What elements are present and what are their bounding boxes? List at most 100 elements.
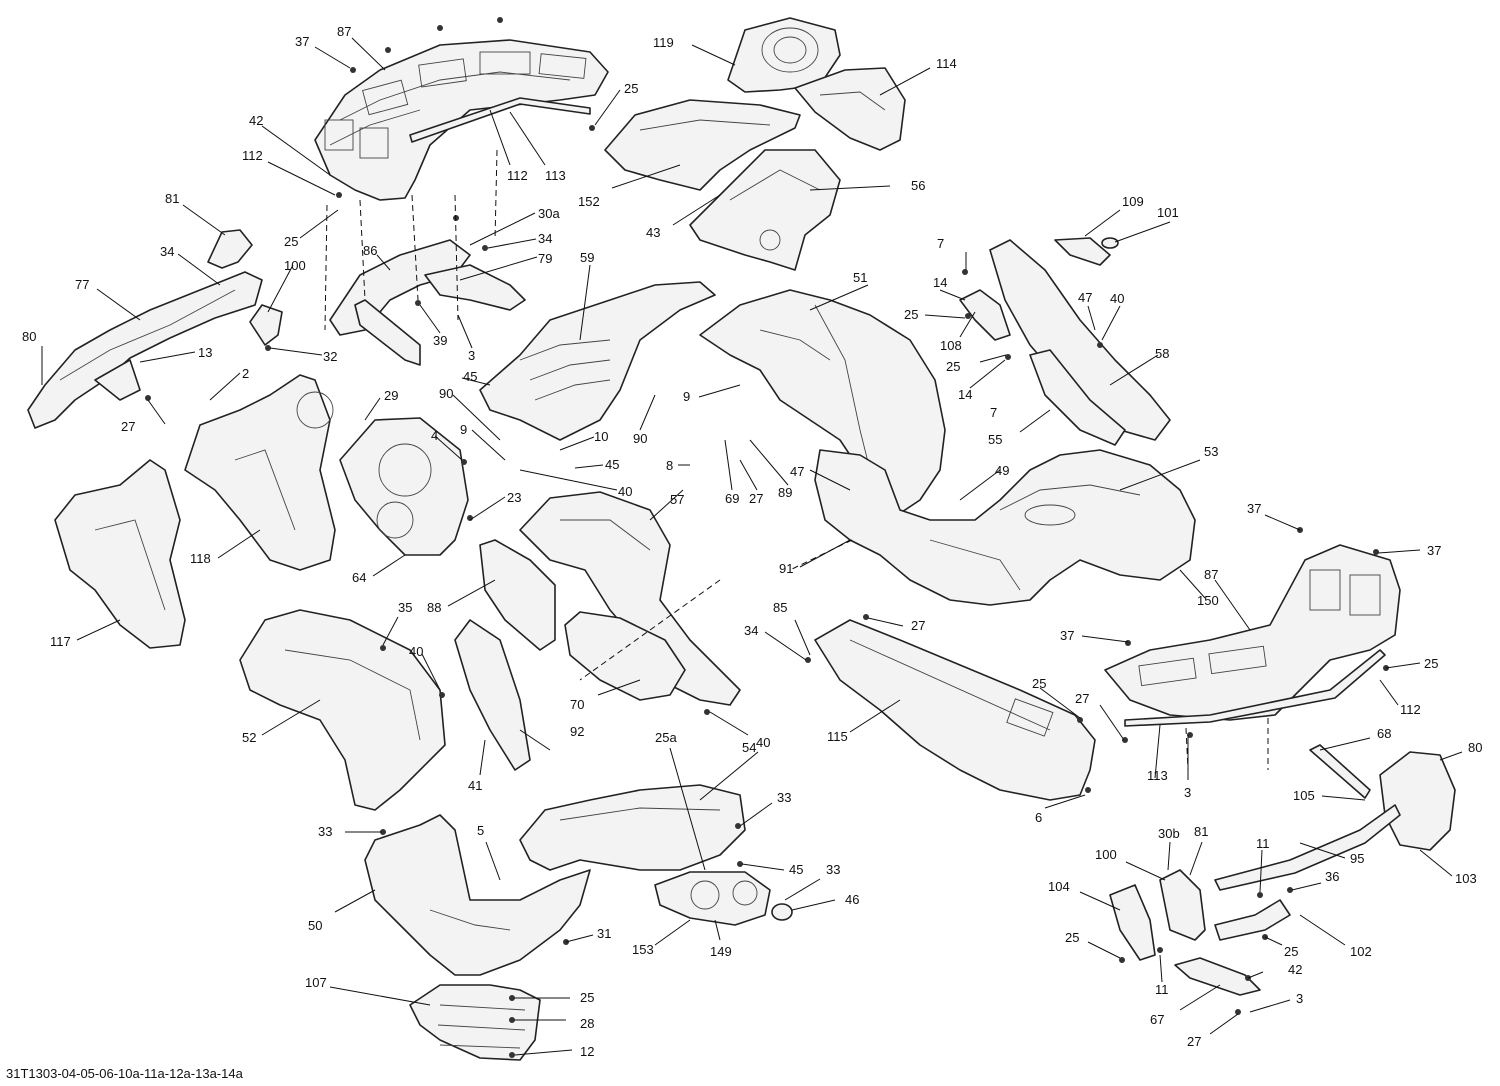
part-46-lens xyxy=(771,903,793,921)
callout-64: 64 xyxy=(352,570,366,585)
callout-67: 67 xyxy=(1150,1012,1164,1027)
part-109-bracket xyxy=(1054,237,1111,266)
part-102-clamp xyxy=(1214,899,1291,941)
callout-10: 10 xyxy=(594,429,608,444)
callout-50: 50 xyxy=(308,918,322,933)
callout-86: 86 xyxy=(363,243,377,258)
callout-45: 45 xyxy=(463,369,477,384)
callout-4: 4 xyxy=(431,428,438,443)
callout-34: 34 xyxy=(744,623,758,638)
callout-53: 53 xyxy=(1204,444,1218,459)
callout-3: 3 xyxy=(1184,785,1191,800)
callout-115: 115 xyxy=(827,729,848,744)
callout-25: 25 xyxy=(1032,676,1046,691)
part-front-rack xyxy=(314,39,609,201)
callout-3: 3 xyxy=(1296,991,1303,1006)
callout-113: 113 xyxy=(545,168,566,183)
callout-54: 54 xyxy=(742,740,756,755)
callout-70: 70 xyxy=(570,697,584,712)
callout-69: 69 xyxy=(725,491,739,506)
callout-39: 39 xyxy=(433,333,447,348)
part-58-55-supports xyxy=(989,239,1171,446)
part-107-footrest xyxy=(409,984,541,1061)
part-108-bracket xyxy=(959,289,1011,341)
callout-13: 13 xyxy=(198,345,212,360)
part-57-side-panel xyxy=(519,491,741,706)
part-console-bracket xyxy=(689,149,841,271)
callout-112: 112 xyxy=(507,168,528,183)
callout-88: 88 xyxy=(427,600,441,615)
part-49-53-rear-body xyxy=(814,449,1196,606)
callout-31: 31 xyxy=(597,926,611,941)
callout-40: 40 xyxy=(409,644,423,659)
callout-58: 58 xyxy=(1155,346,1169,361)
callout-14: 14 xyxy=(958,387,972,402)
callout-40: 40 xyxy=(756,735,770,750)
callout-27: 27 xyxy=(121,419,135,434)
callout-35: 35 xyxy=(398,600,412,615)
callout-92: 92 xyxy=(570,724,584,739)
part-92-panel xyxy=(454,619,531,771)
callout-90: 90 xyxy=(439,386,453,401)
callout-100: 100 xyxy=(284,258,306,273)
callout-56: 56 xyxy=(911,178,925,193)
callout-5: 5 xyxy=(477,823,484,838)
part-front-bumper xyxy=(27,271,263,429)
callout-102: 102 xyxy=(1350,944,1372,959)
callout-7: 7 xyxy=(990,405,997,420)
callout-6: 6 xyxy=(1035,810,1042,825)
callout-108: 108 xyxy=(940,338,962,353)
callout-25: 25 xyxy=(946,359,960,374)
part-front-frame-brackets xyxy=(329,239,526,366)
part-101-grommet xyxy=(1101,237,1119,249)
callout-119: 119 xyxy=(653,35,674,50)
part-tank-cover xyxy=(604,99,801,191)
callout-51: 51 xyxy=(853,270,867,285)
callout-37: 37 xyxy=(1060,628,1074,643)
part-51-main-body xyxy=(699,289,946,521)
callout-27: 27 xyxy=(749,491,763,506)
callout-34: 34 xyxy=(538,231,552,246)
callout-79: 79 xyxy=(538,251,552,266)
callout-152: 152 xyxy=(578,194,600,209)
callout-80: 80 xyxy=(1468,740,1482,755)
callout-104: 104 xyxy=(1048,879,1070,894)
callout-45: 45 xyxy=(789,862,803,877)
callout-55: 55 xyxy=(988,432,1002,447)
callout-87: 87 xyxy=(1204,567,1218,582)
callout-3: 3 xyxy=(468,348,475,363)
callout-37: 37 xyxy=(1427,543,1441,558)
callout-101: 101 xyxy=(1157,205,1179,220)
callout-34: 34 xyxy=(160,244,174,259)
callout-105: 105 xyxy=(1293,788,1315,803)
callout-149: 149 xyxy=(710,944,732,959)
callout-7: 7 xyxy=(937,236,944,251)
callout-100: 100 xyxy=(1095,847,1117,862)
callout-25: 25 xyxy=(580,990,594,1005)
callout-40: 40 xyxy=(1110,291,1124,306)
part-70-cover xyxy=(564,611,686,701)
callout-112: 112 xyxy=(242,148,263,163)
callout-59: 59 xyxy=(580,250,594,265)
part-117-side-panel xyxy=(54,459,186,649)
callout-2: 2 xyxy=(242,366,249,381)
part-81-bracket xyxy=(207,229,253,269)
part-104-shield xyxy=(1109,884,1156,961)
callout-52: 52 xyxy=(242,730,256,745)
part-handlebar-cover xyxy=(727,17,841,93)
callout-109: 109 xyxy=(1122,194,1144,209)
callout-90: 90 xyxy=(633,431,647,446)
part-100-rear xyxy=(1159,869,1206,941)
callout-57: 57 xyxy=(670,492,684,507)
callout-118: 118 xyxy=(190,551,211,566)
callout-33: 33 xyxy=(777,790,791,805)
callout-27: 27 xyxy=(1075,691,1089,706)
part-67-brace xyxy=(1174,957,1261,996)
callout-30b: 30b xyxy=(1158,826,1180,841)
callout-43: 43 xyxy=(646,225,660,240)
callout-28: 28 xyxy=(580,1016,594,1031)
callout-23: 23 xyxy=(507,490,521,505)
callout-112: 112 xyxy=(1400,702,1421,717)
callout-113: 113 xyxy=(1147,768,1168,783)
part-59-inner-panel xyxy=(479,281,716,441)
